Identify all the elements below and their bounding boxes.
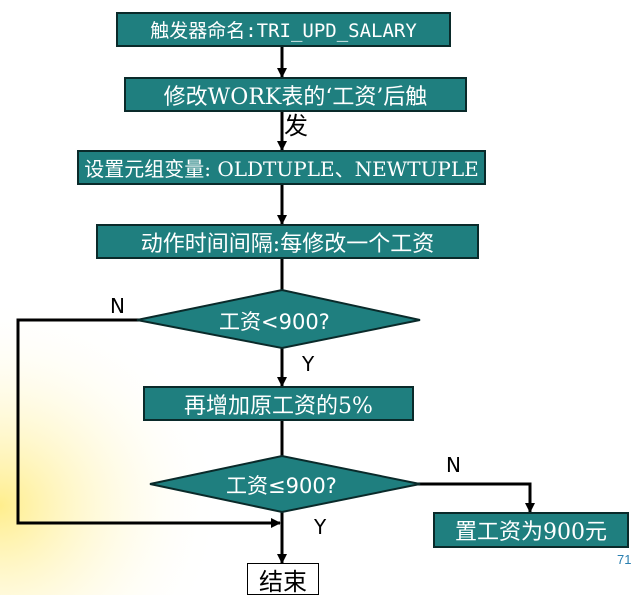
set-salary-900-box: 置工资为900元 — [433, 512, 629, 548]
decision-2-yes-label: Y — [314, 515, 327, 539]
raise-salary-box: 再增加原工资的5% — [143, 386, 414, 421]
decision-2-no-label: N — [446, 453, 461, 477]
end-terminal: 结束 — [247, 563, 319, 596]
decision-1-no-label: N — [110, 294, 125, 318]
trigger-timing-box: 修改WORK表的‘工资’后触 — [124, 77, 467, 112]
tuple-variables-box: 设置元组变量: OLDTUPLE、NEWTUPLE — [77, 150, 486, 185]
trigger-timing-overflow-text: 发 — [284, 112, 308, 140]
decision-1-yes-label: Y — [302, 352, 315, 376]
trigger-name-box: 触发器命名:TRI_UPD_SALARY — [116, 12, 451, 47]
decision-2-text: 工资≤900? — [226, 474, 337, 498]
action-granularity-box: 动作时间间隔:每修改一个工资 — [96, 224, 479, 259]
page-number: 71 — [617, 552, 632, 567]
decision-1-text: 工资<900? — [219, 310, 330, 334]
